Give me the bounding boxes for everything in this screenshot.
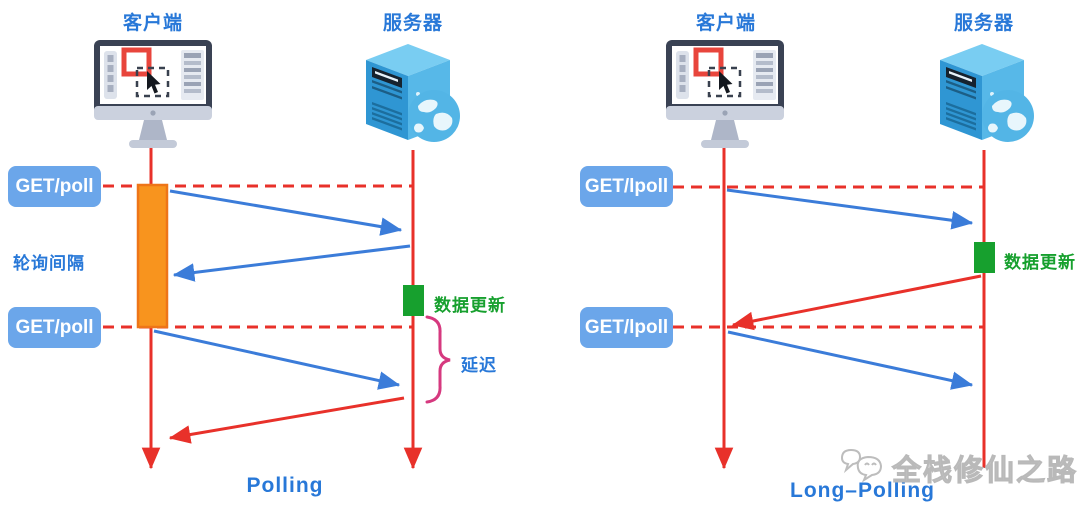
chat-bubbles-icon (840, 448, 883, 483)
long-polling-request-2-button[interactable]: GET/lpoll (580, 307, 673, 348)
cursor-arrow (719, 71, 733, 94)
request-2-arrow (727, 330, 974, 390)
long-polling-server-label: 服务器 (953, 13, 1014, 34)
polling-interval-activation-bar (136, 183, 169, 329)
response-1-arrow (731, 274, 982, 331)
globe-icon (408, 90, 460, 142)
polling-data-update-label: 数据更新 (434, 296, 506, 315)
polling-interval-label: 轮询间隔 (13, 254, 85, 273)
request-2-arrow (153, 329, 401, 390)
polling-title: Polling (246, 474, 324, 497)
selection-dashed-box (135, 66, 170, 98)
long-polling-sequence (673, 148, 995, 470)
server-tower-icon (940, 44, 1034, 142)
response-1-arrow (172, 244, 411, 282)
long-polling-data-update-label: 数据更新 (1004, 253, 1076, 272)
long-polling-request-1-button[interactable]: GET/lpoll (580, 166, 673, 207)
selection-dashed-box (707, 66, 742, 98)
polling-client-label: 客户端 (122, 13, 183, 34)
polling-server-label: 服务器 (382, 13, 443, 34)
globe-icon (982, 90, 1034, 142)
long-polling-title: Long–Polling (790, 479, 935, 502)
cursor-arrow (147, 71, 161, 94)
long-polling-client-label: 客户端 (695, 13, 756, 34)
polling-request-1-button[interactable]: GET/poll (8, 166, 101, 207)
client-monitor-icon (666, 40, 784, 148)
watermark-text: 全栈修仙之路 (891, 455, 1079, 488)
request-1-arrow (169, 189, 403, 236)
response-2-arrow (168, 396, 405, 444)
data-update-marker (403, 285, 424, 316)
polling-delay-label: 延迟 (461, 356, 497, 375)
polling-request-2-button[interactable]: GET/poll (8, 307, 101, 348)
data-update-marker (974, 242, 995, 273)
delay-brace (425, 315, 451, 404)
client-monitor-icon (94, 40, 212, 148)
polling-sequence (103, 148, 451, 470)
request-1-arrow (726, 188, 974, 230)
server-tower-icon (366, 44, 460, 142)
